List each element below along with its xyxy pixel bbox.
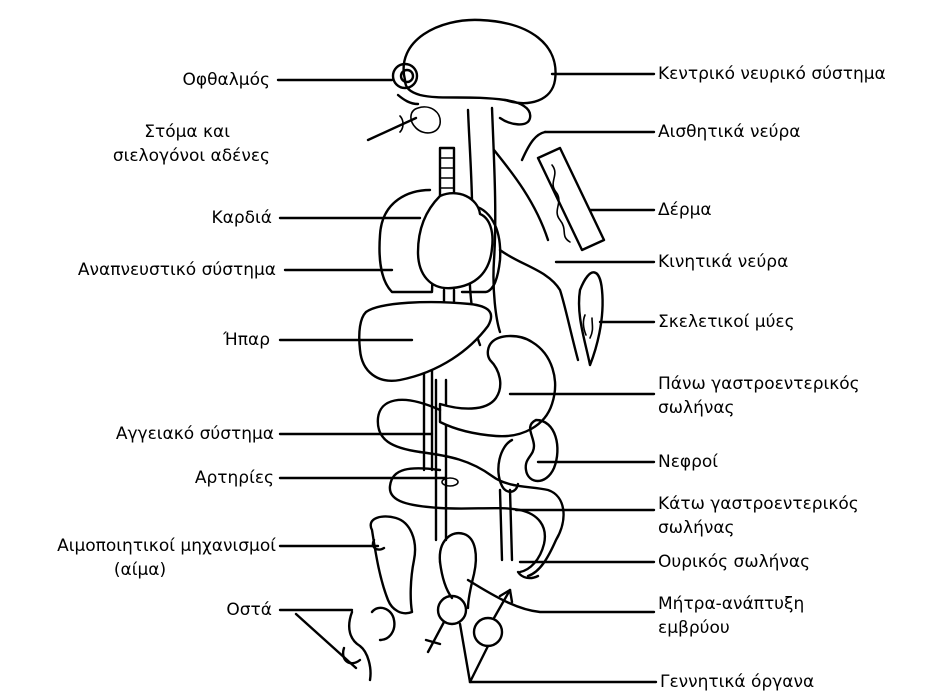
- label-cns: Κεντρικό νευρικό σύστημα: [658, 64, 926, 84]
- label-lower-gi-line2: σωλήνας: [658, 518, 918, 538]
- label-urinary: Ουρικός σωλήνας: [658, 552, 918, 572]
- label-lower-gi-line1: Κάτω γαστροεντερικός: [658, 494, 926, 514]
- label-liver: Ήπαρ: [130, 330, 270, 350]
- leader-lines-right: [460, 74, 656, 682]
- label-arteries: Αρτηρίες: [100, 468, 274, 488]
- label-uterus-line1: Μήτρα-ανάπτυξη: [658, 594, 918, 614]
- label-heart: Καρδιά: [130, 208, 272, 228]
- bones-shape: [343, 517, 415, 681]
- label-vascular: Αγγειακό σύστημα: [20, 424, 274, 444]
- label-mouth-line1: Στόμα και: [90, 122, 230, 142]
- label-skeletal-muscles: Σκελετικοί μύες: [658, 312, 918, 332]
- label-genital: Γεννητικά όργανα: [660, 672, 920, 692]
- label-uterus-line2: εμβρύου: [658, 618, 918, 638]
- label-eye: Οφθαλμός: [130, 70, 270, 90]
- skin-shape: [538, 148, 604, 250]
- liver-shape: [359, 302, 491, 381]
- heart-shape: [418, 193, 493, 288]
- label-sensory-nerves: Αισθητικά νεύρα: [658, 122, 918, 142]
- label-kidneys: Νεφροί: [658, 452, 918, 472]
- label-hematopoietic-line2: (αίμα): [70, 560, 210, 580]
- urinary-shape: [500, 490, 512, 560]
- brain-shape: [404, 20, 556, 125]
- label-upper-gi-line2: σωλήνας: [658, 398, 918, 418]
- label-motor-nerves: Κινητικά νεύρα: [658, 252, 918, 272]
- label-respiratory: Αναπνευστικό σύστημα: [0, 260, 276, 280]
- label-skin: Δέρμα: [658, 200, 918, 220]
- label-upper-gi-line1: Πάνω γαστροεντερικός: [658, 374, 926, 394]
- mouth-shape: [398, 95, 440, 133]
- label-hematopoietic-line1: Αιμοποιητικοί μηχανισμοί: [0, 536, 276, 556]
- muscle-shape: [579, 272, 603, 365]
- label-mouth-line2: σιελογόνοι αδένες: [60, 146, 270, 166]
- label-bones: Οστά: [130, 600, 272, 620]
